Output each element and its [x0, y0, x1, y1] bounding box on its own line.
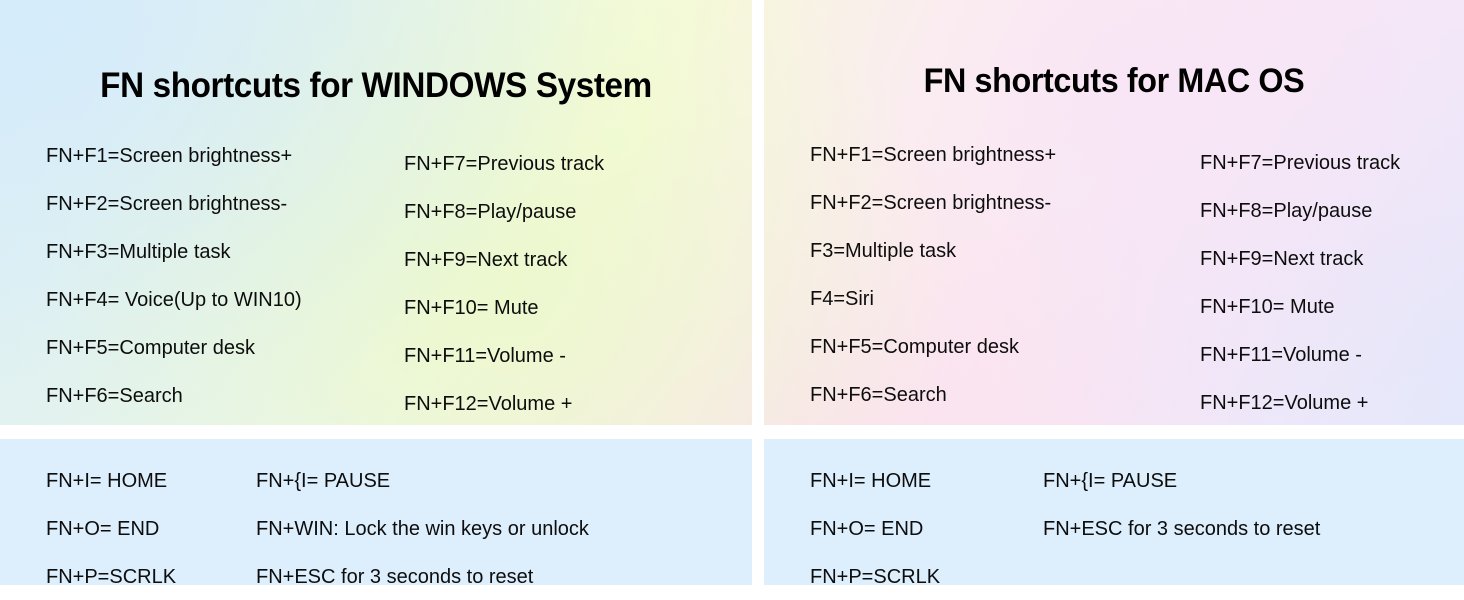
shortcut-item: FN+F5=Computer desk [46, 337, 255, 359]
mac-shortcut-columns: FN+F1=Screen brightness+ FN+F2=Screen br… [764, 131, 1464, 419]
shortcut-item: F3=Multiple task [810, 240, 957, 262]
shortcut-item: FN+F11=Volume - [1200, 344, 1362, 366]
windows-column-right: FN+F7=Previous track FN+F8=Play/pause FN… [404, 132, 752, 420]
windows-extra-columns: FN+I= HOME FN+O= END FN+P=SCRLK FN+{I= P… [0, 439, 752, 585]
shortcut-item: FN+F3=Multiple task [46, 241, 231, 263]
mac-column-left: FN+F1=Screen brightness+ FN+F2=Screen br… [810, 131, 1200, 419]
shortcut-item: FN+F7=Previous track [404, 153, 605, 175]
shortcut-item: F4=Siri [810, 288, 874, 310]
windows-column-left: FN+F1=Screen brightness+ FN+F2=Screen br… [46, 132, 404, 420]
shortcut-item: FN+O= END [810, 518, 924, 540]
mac-panel-title: FN shortcuts for MAC OS [923, 62, 1305, 100]
shortcut-item: FN+P=SCRLK [46, 566, 177, 585]
shortcut-item: FN+F10= Mute [1200, 296, 1335, 318]
shortcut-item: FN+F8=Play/pause [1200, 200, 1373, 222]
mac-shortcuts-panel: FN shortcuts for MAC OS FN+F1=Screen bri… [764, 16, 1464, 425]
shortcut-item: FN+ESC for 3 seconds to reset [1043, 518, 1321, 540]
shortcut-item: FN+F2=Screen brightness- [46, 193, 288, 215]
mac-extra-columns: FN+I= HOME FN+O= END FN+P=SCRLK FN+{I= P… [764, 439, 1464, 585]
shortcut-item: FN+WIN: Lock the win keys or unlock [256, 518, 589, 540]
shortcut-item: FN+I= HOME [46, 470, 168, 492]
shortcut-item: FN+ESC for 3 seconds to reset [256, 566, 534, 585]
shortcut-item: FN+F1=Screen brightness+ [46, 145, 293, 167]
shortcut-item: FN+F8=Play/pause [404, 201, 577, 223]
vertical-divider [752, 0, 764, 600]
mac-extra-column-right: FN+{I= PAUSE FN+ESC for 3 seconds to res… [1043, 457, 1464, 585]
mac-column-right: FN+F7=Previous track FN+F8=Play/pause FN… [1200, 131, 1464, 419]
shortcut-item: FN+F6=Search [46, 385, 183, 407]
mac-extra-column-left: FN+I= HOME FN+O= END FN+P=SCRLK [810, 457, 1043, 585]
shortcut-item: FN+I= HOME [810, 470, 932, 492]
shortcut-item: FN+F1=Screen brightness+ [810, 144, 1057, 166]
mac-extra-shortcuts-panel: FN+I= HOME FN+O= END FN+P=SCRLK FN+{I= P… [764, 439, 1464, 585]
bottom-margin [0, 585, 1464, 600]
windows-shortcut-columns: FN+F1=Screen brightness+ FN+F2=Screen br… [0, 132, 752, 420]
windows-extra-column-right: FN+{I= PAUSE FN+WIN: Lock the win keys o… [256, 457, 752, 585]
shortcut-item: FN+P=SCRLK [810, 566, 941, 585]
shortcut-item: FN+O= END [46, 518, 160, 540]
shortcut-item: FN+F4= Voice(Up to WIN10) [46, 289, 302, 311]
top-margin [0, 0, 1464, 16]
shortcut-item: FN+F2=Screen brightness- [810, 192, 1052, 214]
windows-shortcuts-panel: FN shortcuts for WINDOWS System FN+F1=Sc… [0, 16, 752, 425]
shortcut-item: FN+{I= PAUSE [1043, 470, 1178, 492]
shortcut-item: FN+{I= PAUSE [256, 470, 391, 492]
shortcut-item: FN+F5=Computer desk [810, 336, 1019, 358]
shortcut-item: FN+F12=Volume + [1200, 392, 1369, 414]
shortcut-item: FN+F9=Next track [404, 249, 568, 271]
shortcut-item: FN+F6=Search [810, 384, 947, 406]
shortcut-item: FN+F10= Mute [404, 297, 539, 319]
horizontal-divider [0, 425, 1464, 439]
windows-extra-column-left: FN+I= HOME FN+O= END FN+P=SCRLK [46, 457, 256, 585]
shortcut-item: FN+F12=Volume + [404, 393, 573, 415]
shortcut-item: FN+F11=Volume - [404, 345, 566, 367]
shortcut-item: FN+F7=Previous track [1200, 152, 1401, 174]
windows-panel-title: FN shortcuts for WINDOWS System [100, 66, 652, 105]
windows-extra-shortcuts-panel: FN+I= HOME FN+O= END FN+P=SCRLK FN+{I= P… [0, 439, 752, 585]
shortcut-item [1043, 553, 1464, 585]
shortcut-item: FN+F9=Next track [1200, 248, 1364, 270]
